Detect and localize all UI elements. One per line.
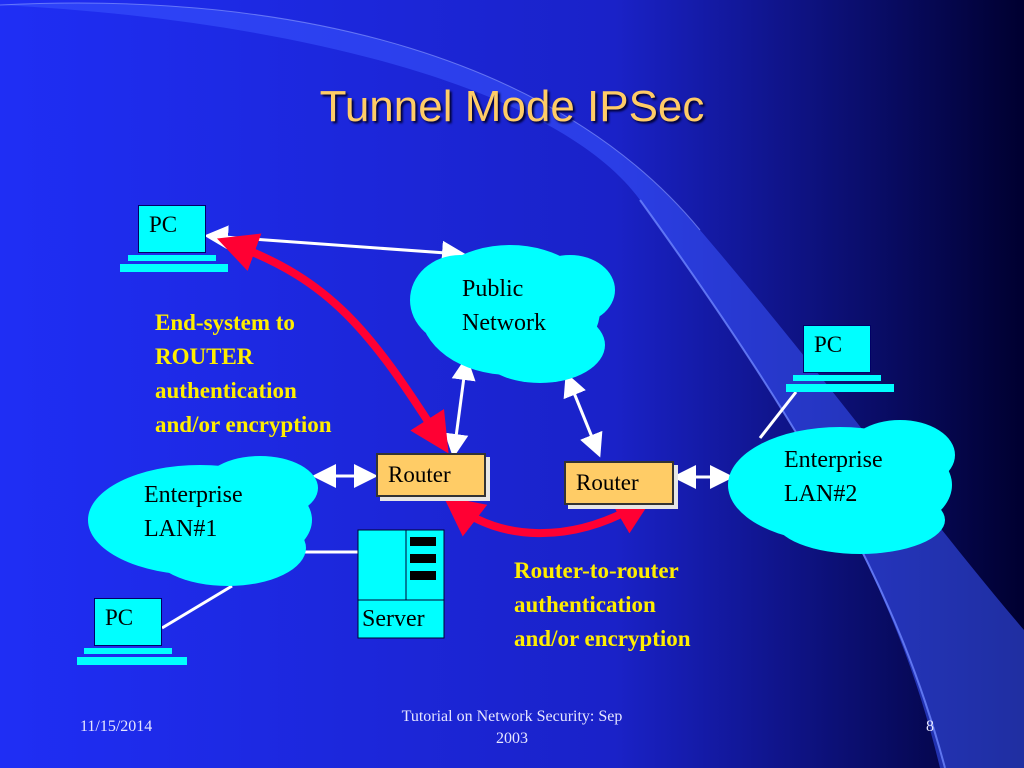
pc-bottom-left-keyboard <box>77 657 187 665</box>
server-icon <box>357 529 445 639</box>
enterprise-lan1-label: Enterprise LAN#1 <box>144 482 243 542</box>
link-pc-lan2 <box>758 391 798 439</box>
footer-title: Tutorial on Network Security: Sep 2003 <box>401 708 623 747</box>
router-1: Router <box>376 453 486 497</box>
pc-top-left-keyboard <box>120 264 228 272</box>
public-network-cloud <box>410 245 615 383</box>
footer-date: 11/15/2014 <box>80 718 153 735</box>
pc-right-icon: PC <box>803 325 871 373</box>
pc-bottom-left-icon: PC <box>94 598 162 646</box>
pc-label: PC <box>814 332 843 357</box>
pc-bottom-left-base <box>84 648 172 654</box>
pc-top-left-icon: PC <box>138 205 206 253</box>
pc-label: PC <box>149 212 178 237</box>
pc-right-base <box>793 375 881 381</box>
pc-label: PC <box>105 605 134 630</box>
pc-top-left-base <box>128 255 216 261</box>
router-to-router-annotation: Router-to-router authentication and/or e… <box>514 558 691 651</box>
end-system-annotation: End-system to ROUTER authentication and/… <box>155 310 332 437</box>
server-label: Server <box>362 606 425 632</box>
link-lan1-pc <box>161 584 233 630</box>
router-label: Router <box>576 470 639 495</box>
public-network-label: Public Network <box>462 276 546 336</box>
router-label: Router <box>388 462 451 487</box>
pc-right-keyboard <box>786 384 894 392</box>
enterprise-lan2-cloud <box>728 420 955 554</box>
end-system-to-router-arrow <box>216 233 449 454</box>
enterprise-lan1-cloud <box>88 456 318 586</box>
footer-page-number: 8 <box>926 718 934 735</box>
router-2: Router <box>564 461 674 505</box>
enterprise-lan2-label: Enterprise LAN#2 <box>784 447 883 507</box>
link-public-router1 <box>444 356 476 458</box>
slide-title: Tunnel Mode IPSec <box>319 82 705 131</box>
router-to-router-arrow <box>443 495 654 538</box>
link-public-router2 <box>563 372 603 458</box>
